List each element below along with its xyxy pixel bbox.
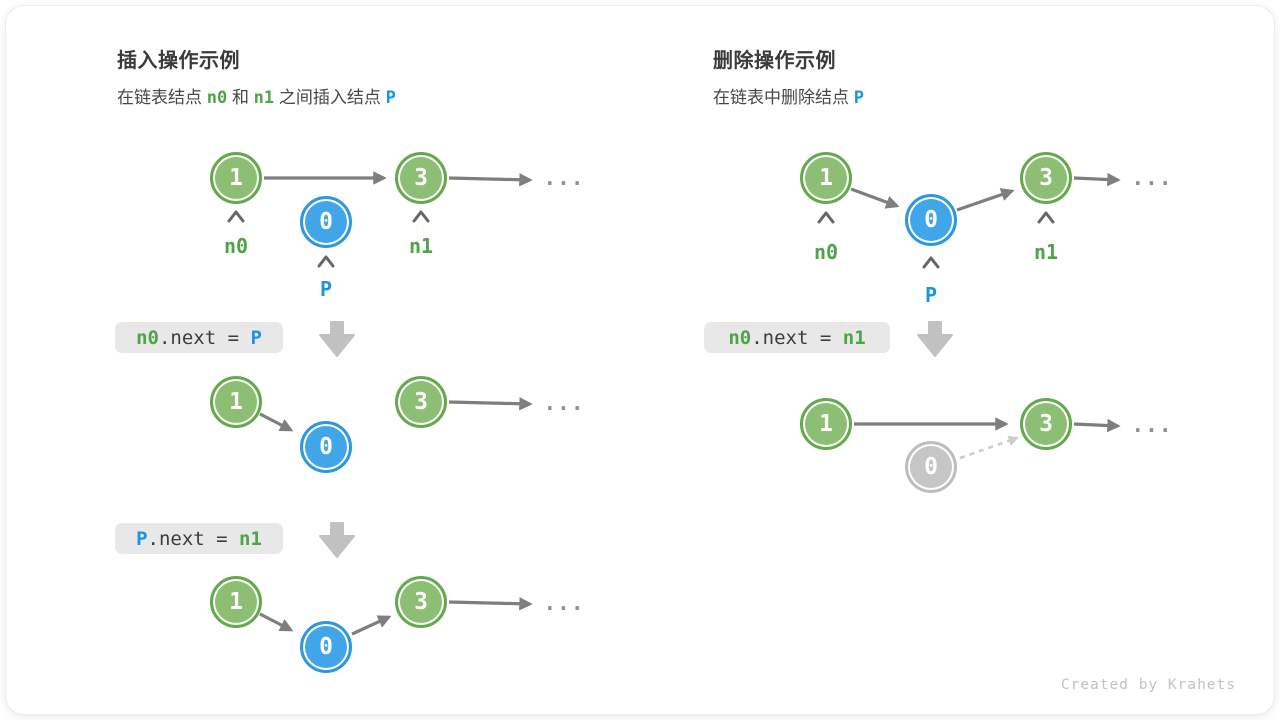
list-node-3: 3 <box>395 152 447 204</box>
list-node-p: 0 <box>300 621 352 673</box>
code-token: P <box>250 326 262 349</box>
pointer-label-p: P <box>319 277 333 301</box>
token-p: P <box>385 88 396 108</box>
subtitle-text: 在链表结点 <box>117 88 207 107</box>
insert-section-title: 插入操作示例 <box>117 50 240 72</box>
code-token: n1 <box>842 326 866 349</box>
ellipsis: ... <box>543 591 585 616</box>
delete-section-subtitle: 在链表中删除结点 P <box>713 83 864 108</box>
ellipsis: ... <box>543 391 585 416</box>
pointer-label-n0: n0 <box>813 240 839 264</box>
token-p: P <box>853 88 864 108</box>
token-n0: n0 <box>206 88 228 108</box>
list-node-p: 0 <box>300 421 352 473</box>
token-n1: n1 <box>253 88 275 108</box>
list-node-1: 1 <box>210 576 262 628</box>
list-node-1: 1 <box>800 152 852 204</box>
pointer-label-n0: n0 <box>223 234 249 258</box>
list-node-3: 3 <box>395 376 447 428</box>
list-node-1: 1 <box>210 152 262 204</box>
code-token: n1 <box>239 527 262 550</box>
code-n0-next-n1: n0.next = n1 <box>704 322 890 353</box>
removed-node-p: 0 <box>905 441 957 493</box>
code-n0-next-p: n0.next = P <box>115 322 283 353</box>
code-token: n0 <box>728 326 752 349</box>
ellipsis: ... <box>1131 166 1173 191</box>
list-node-1: 1 <box>800 398 852 450</box>
ellipsis: ... <box>1131 413 1173 438</box>
pointer-label-p: P <box>924 283 938 307</box>
code-token: .next = <box>147 527 240 550</box>
ellipsis: ... <box>543 166 585 191</box>
code-p-next-n1: P.next = n1 <box>115 523 283 554</box>
insert-section-subtitle: 在链表结点 n0 和 n1 之间插入结点 P <box>117 83 396 108</box>
list-node-p: 0 <box>905 194 957 246</box>
delete-section-title: 删除操作示例 <box>713 50 836 72</box>
subtitle-text: 在链表中删除结点 <box>713 88 854 107</box>
pointer-label-n1: n1 <box>1033 240 1059 264</box>
code-token: P <box>136 527 148 550</box>
subtitle-text: 之间插入结点 <box>274 88 386 107</box>
code-token: .next = <box>751 326 843 349</box>
list-node-3: 3 <box>1020 152 1072 204</box>
subtitle-text: 和 <box>227 88 254 107</box>
figure-card <box>6 6 1274 714</box>
list-node-3: 3 <box>395 576 447 628</box>
credit-text: Created by Krahets <box>1060 677 1236 693</box>
pointer-label-n1: n1 <box>408 234 434 258</box>
list-node-p: 0 <box>300 196 352 248</box>
list-node-3: 3 <box>1020 398 1072 450</box>
code-token: .next = <box>158 326 251 349</box>
list-node-1: 1 <box>210 376 262 428</box>
code-token: n0 <box>136 326 159 349</box>
